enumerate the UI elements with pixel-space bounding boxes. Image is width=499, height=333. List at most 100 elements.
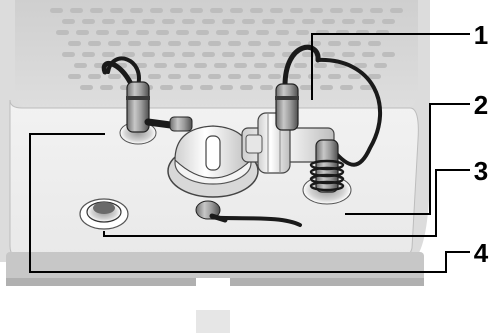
vent-slot: [222, 19, 235, 24]
vent-slot: [160, 85, 173, 90]
vent-slot: [208, 41, 221, 46]
vent-slot: [228, 41, 241, 46]
vent-slot: [202, 19, 215, 24]
vent-slot: [82, 19, 95, 24]
vent-slot: [214, 63, 227, 68]
vent-slot: [188, 41, 201, 46]
vent-slot: [348, 74, 361, 79]
vent-slot: [130, 8, 143, 13]
vent-slot: [254, 63, 267, 68]
vent-slot: [282, 19, 295, 24]
vent-slot: [374, 63, 387, 68]
callout-label-2: 2: [470, 90, 492, 120]
vent-slot: [302, 52, 315, 57]
vent-slot: [62, 52, 75, 57]
vent-slot: [82, 52, 95, 57]
vent-slot: [176, 30, 189, 35]
vent-slot: [136, 30, 149, 35]
vent-slot: [168, 41, 181, 46]
vent-slot: [248, 41, 261, 46]
vent-slot: [308, 74, 321, 79]
vent-slot: [62, 19, 75, 24]
vent-slot: [288, 74, 301, 79]
vent-slot: [330, 8, 343, 13]
vent-slot: [210, 8, 223, 13]
vent-slot: [320, 85, 333, 90]
vent-slot: [150, 8, 163, 13]
vent-slot: [362, 19, 375, 24]
vent-slot: [248, 74, 261, 79]
vent-slot: [220, 85, 233, 90]
vent-slot: [70, 8, 83, 13]
vent-slot: [288, 41, 301, 46]
vent-slot: [148, 74, 161, 79]
vent-slot: [90, 8, 103, 13]
vent-slot: [270, 8, 283, 13]
vent-slot: [242, 19, 255, 24]
vent-slot: [294, 63, 307, 68]
vent-slot: [314, 63, 327, 68]
vent-slot: [88, 41, 101, 46]
vent-slot: [222, 52, 235, 57]
vent-slot: [76, 30, 89, 35]
vent-slot: [216, 30, 229, 35]
vent-slot: [276, 30, 289, 35]
vent-slot: [142, 19, 155, 24]
vent-slot: [56, 30, 69, 35]
vent-slot: [100, 85, 113, 90]
vent-slot: [68, 74, 81, 79]
vent-slot: [102, 19, 115, 24]
vent-slot: [234, 63, 247, 68]
vent-slot: [110, 8, 123, 13]
vent-slot: [196, 30, 209, 35]
vent-slot: [362, 52, 375, 57]
vent-slot: [250, 8, 263, 13]
vent-slot: [102, 52, 115, 57]
vent-slot: [262, 52, 275, 57]
vent-slot: [260, 85, 273, 90]
vent-slot: [80, 85, 93, 90]
vent-slot: [142, 52, 155, 57]
vent-slot: [208, 74, 221, 79]
vent-slot: [68, 41, 81, 46]
vent-slot: [190, 8, 203, 13]
callout-label-1: 1: [470, 20, 492, 50]
vent-slot: [116, 30, 129, 35]
callout-label-4: 4: [470, 238, 492, 268]
vent-slot: [390, 8, 403, 13]
vent-slot: [382, 19, 395, 24]
vent-slot: [328, 74, 341, 79]
vent-slot: [310, 8, 323, 13]
vent-slot: [180, 85, 193, 90]
vent-slot: [50, 8, 63, 13]
vent-slot: [128, 41, 141, 46]
vent-slot: [96, 30, 109, 35]
callout-label-3: 3: [470, 156, 492, 186]
vent-slot: [230, 8, 243, 13]
vent-slot: [268, 41, 281, 46]
vent-slot: [242, 52, 255, 57]
vent-slot: [170, 8, 183, 13]
vent-slot: [256, 30, 269, 35]
vent-slot: [156, 30, 169, 35]
vent-slot: [348, 41, 361, 46]
vent-slot: [342, 52, 355, 57]
vent-slot: [162, 52, 175, 57]
vent-slot: [188, 74, 201, 79]
vent-slot: [202, 52, 215, 57]
vent-slot: [296, 30, 309, 35]
vent-slot: [168, 74, 181, 79]
vent-slot: [154, 63, 167, 68]
vent-slot: [88, 74, 101, 79]
vent-slot: [322, 52, 335, 57]
vent-slot: [228, 74, 241, 79]
vent-slot: [74, 63, 87, 68]
vent-slot: [340, 85, 353, 90]
vent-slot: [382, 52, 395, 57]
vent-slot: [108, 74, 121, 79]
vent-slot: [108, 41, 121, 46]
vent-slot: [122, 19, 135, 24]
vent-slot: [194, 63, 207, 68]
